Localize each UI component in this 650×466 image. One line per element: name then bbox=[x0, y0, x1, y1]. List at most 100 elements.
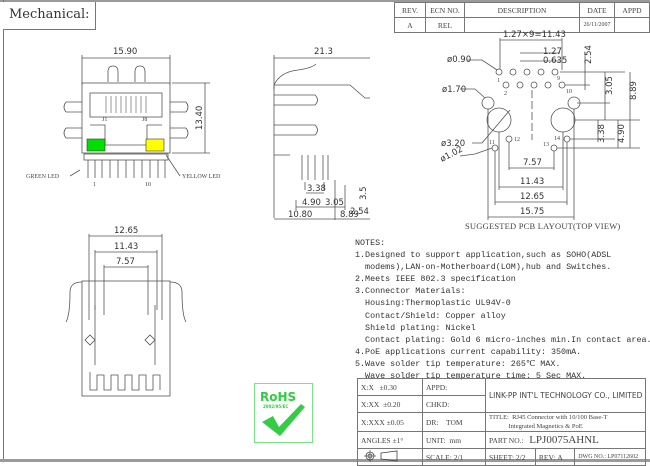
notes-block: NOTES: 1.Designed to support application,… bbox=[355, 237, 650, 382]
tolerance-2: X:XX ±0.20 bbox=[357, 395, 423, 413]
title-block: X:X ±0.30 APPD: LINK-PP INT'L TECHNOLOGY… bbox=[357, 378, 647, 466]
pcb-pin-2: 2 bbox=[504, 91, 507, 97]
dim-height: 13.40 bbox=[195, 106, 205, 130]
rohs-sub: 2002/95/EC bbox=[263, 404, 288, 409]
tolerance-1: X:X ±0.30 bbox=[357, 378, 423, 396]
drawn-by-field: DR: TOM bbox=[422, 412, 486, 432]
rohs-label: RoHS bbox=[260, 390, 296, 404]
sheet-field: SHEET: 2/2 bbox=[485, 448, 536, 466]
rohs-check-icon: RoHS 2002/95/EC bbox=[260, 390, 305, 436]
side-view-drawing: 21.3 3.5 3.38 2.54 4.90 3.05 10.80 8.89 bbox=[273, 47, 370, 220]
date-header: DATE bbox=[579, 2, 615, 18]
notes-heading: NOTES: bbox=[355, 238, 386, 248]
third-angle-projection-icon bbox=[364, 450, 398, 462]
dim-1-27: 1.27 bbox=[543, 47, 562, 57]
dim-4-90-pcb: 4.90 bbox=[617, 124, 627, 143]
note-line: Housing:Thermoplastic UL94V-0 bbox=[355, 298, 511, 309]
pcb-pin-12: 12 bbox=[514, 137, 520, 143]
description-header: DESCRIPTION bbox=[464, 2, 580, 18]
scale-field: SCALE: 2/1 bbox=[422, 448, 486, 466]
pcb-pin-9: 9 bbox=[557, 76, 560, 82]
yellow-led-label: YELLOW LED bbox=[182, 174, 221, 180]
drawing-number-field: DWG NO.: LP07112602 bbox=[574, 448, 647, 466]
note-line: 5.Wave solder tip temperature: 265℃ MAX. bbox=[355, 358, 561, 369]
dim-8-89-pcb: 8.89 bbox=[629, 81, 639, 100]
dim-length: 21.3 bbox=[314, 47, 333, 57]
yellow-led bbox=[145, 138, 165, 152]
dim-15-75-pcb: 15.75 bbox=[520, 207, 544, 217]
bottom-border bbox=[0, 459, 650, 462]
appd-header: APPD bbox=[614, 2, 650, 18]
pin-label-j8: J8 bbox=[142, 117, 147, 123]
pcb-pin-1: 1 bbox=[497, 78, 500, 84]
dim-7-57-pcb: 7.57 bbox=[523, 158, 542, 168]
dim-3-05: 3.05 bbox=[325, 198, 344, 208]
note-line: modems),LAN-on-Motherboard(LOM),hub and … bbox=[355, 262, 612, 273]
pin-label-j1: J1 bbox=[102, 117, 107, 123]
hole-dim-1-70: ø1.70 bbox=[442, 85, 466, 95]
dim-width: 15.90 bbox=[113, 47, 137, 57]
left-border bbox=[3, 0, 4, 459]
part-number-field: PART NO.: LPJ0075AHNL bbox=[484, 431, 647, 449]
projection-symbol bbox=[357, 448, 423, 466]
note-line: Contact/Shield: Copper alloy bbox=[355, 310, 506, 321]
title-field: TITLE: RJ45 Connector with 10/100 Base-T… bbox=[484, 412, 647, 432]
note-line: 4.PoE applications current capability: 3… bbox=[355, 346, 582, 357]
note-line: 3.Connector Materials: bbox=[355, 286, 466, 297]
company-name: LINK-PP INT'L TECHNOLOGY CO., LIMITED bbox=[484, 378, 647, 413]
rev-field: REV: A bbox=[534, 448, 576, 466]
front-view-drawing: 15.90 13.40 J1 J8 1 10 GREEN LED YELLOW … bbox=[26, 47, 221, 188]
dim-3-05-pcb: 3.05 bbox=[605, 76, 615, 95]
revision-row: A REL 26/11/2007 bbox=[394, 17, 650, 33]
ecn-cell: REL bbox=[425, 17, 465, 33]
appd-field: APPD: bbox=[422, 378, 486, 396]
dim-2-54: 2.54 bbox=[350, 207, 369, 217]
dim-4-90: 4.90 bbox=[302, 198, 321, 208]
note-line: Contact plating: Gold 6 micro-inches min… bbox=[355, 334, 650, 345]
dim-2-54-pcb: 2.54 bbox=[584, 45, 594, 64]
rev-header: REV. bbox=[394, 2, 426, 18]
note-line: 2.Meets IEEE 802.3 specification bbox=[355, 274, 516, 285]
note-line: Shield plating: Nickel bbox=[355, 322, 476, 333]
note-line: 1.Designed to support application,such a… bbox=[355, 250, 612, 261]
bottom-view-drawing: 12.65 11.43 7.57 bbox=[65, 226, 187, 397]
section-title-box: Mechanical: bbox=[3, 2, 96, 30]
dim-11-43: 11.43 bbox=[114, 242, 138, 252]
dim-8-89: 8.89 bbox=[340, 210, 359, 220]
rohs-badge: RoHS 2002/95/EC bbox=[254, 383, 313, 443]
green-led bbox=[86, 138, 106, 152]
dim-0-635: 0.635 bbox=[543, 56, 567, 66]
angles-tolerance: ANGLES ±1° bbox=[357, 431, 423, 449]
revision-table: REV. ECN NO. DESCRIPTION DATE APPD A REL… bbox=[394, 2, 650, 33]
dim-12-65: 12.65 bbox=[114, 226, 138, 236]
chkd-field: CHKD: bbox=[422, 395, 486, 413]
dim-10-80: 10.80 bbox=[288, 210, 312, 220]
pcb-pin-10: 10 bbox=[566, 89, 572, 95]
section-title: Mechanical: bbox=[9, 7, 90, 22]
rev-cell: A bbox=[394, 17, 426, 33]
dim-3-38-pcb: 3.38 bbox=[597, 124, 607, 143]
pin-label-1: 1 bbox=[93, 182, 96, 188]
pcb-layout-caption: SUGGESTED PCB LAYOUT(TOP VIEW) bbox=[465, 221, 621, 231]
dim-3-38: 3.38 bbox=[307, 184, 326, 194]
tolerance-3: X:XXX ±0.05 bbox=[357, 412, 423, 432]
pcb-pin-14: 14 bbox=[554, 136, 560, 142]
note-line: Wave solder tip temperature time: 5 Sec … bbox=[355, 371, 587, 382]
top-border bbox=[0, 0, 650, 2]
dim-11-43-pcb: 11.43 bbox=[520, 177, 544, 187]
pcb-layout-drawing: 1.27×9=11.43 1.27 0.635 2.54 3.05 8.89 3… bbox=[440, 30, 640, 220]
pcb-pin-13: 13 bbox=[543, 142, 549, 148]
pcb-pin-11: 11 bbox=[489, 140, 495, 146]
pin-label-10: 10 bbox=[145, 182, 151, 188]
hole-dim-0-90: ø0.90 bbox=[447, 55, 471, 65]
appd-cell bbox=[614, 17, 650, 33]
revision-header-row: REV. ECN NO. DESCRIPTION DATE APPD bbox=[394, 2, 650, 18]
unit-field: UNIT: mm bbox=[422, 431, 486, 449]
dim-3-5: 3.5 bbox=[359, 186, 369, 200]
dim-12-65-pcb: 12.65 bbox=[520, 192, 544, 202]
dim-7-57: 7.57 bbox=[116, 257, 135, 267]
ecn-header: ECN NO. bbox=[425, 2, 465, 18]
hole-dim-3-20: ø3.20 bbox=[441, 139, 465, 149]
dim-pitch: 1.27×9=11.43 bbox=[503, 30, 566, 40]
green-led-label: GREEN LED bbox=[26, 174, 60, 180]
